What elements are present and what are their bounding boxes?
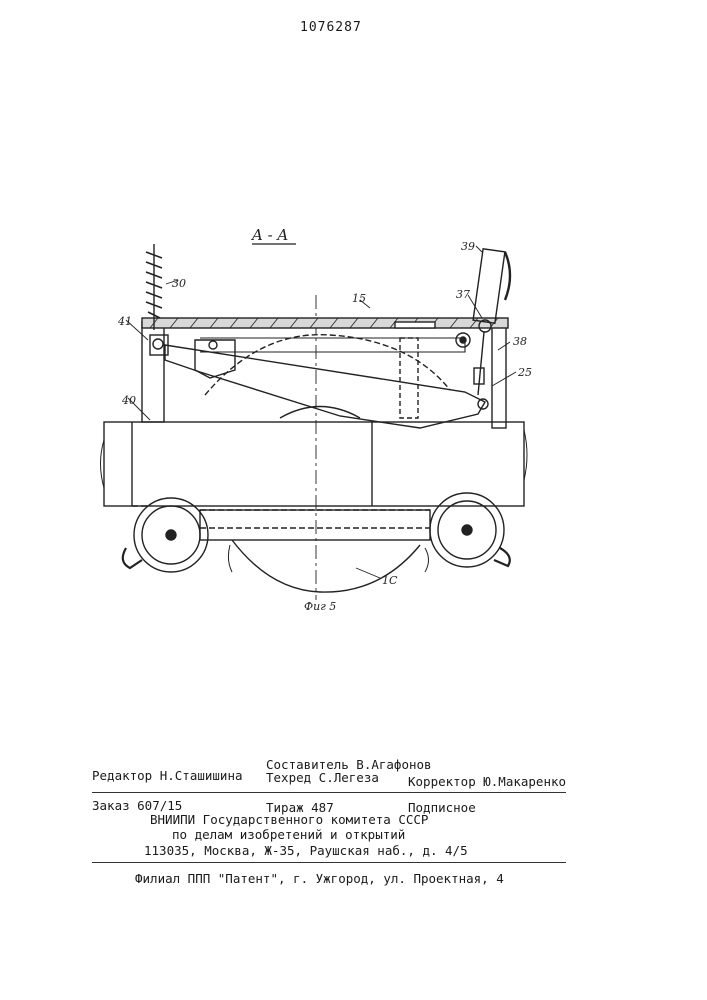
- upper-disc: [205, 335, 450, 395]
- right-upright: [492, 320, 506, 428]
- imprint-rule-top: [92, 792, 566, 793]
- order-line: Заказ 607/15: [92, 798, 182, 813]
- callout-38: 38: [513, 335, 527, 348]
- branch-line: Филиал ППП "Патент", г. Ужгород, ул. Про…: [135, 871, 504, 886]
- institute-line: ВНИИПИ Государственного комитета СССР: [150, 812, 428, 827]
- editor-line: Редактор Н.Сташишина: [92, 768, 243, 783]
- corrector-line: Корректор Ю.Макаренко: [408, 774, 566, 789]
- address-line: 113035, Москва, Ж-35, Раушская наб., д. …: [144, 843, 468, 858]
- right-wheel: [430, 493, 504, 567]
- figure-caption: Фиг 5: [304, 600, 336, 613]
- callout-40: 40: [121, 394, 136, 407]
- callout-39: 39: [461, 240, 475, 253]
- technical-drawing: A - A: [0, 0, 707, 640]
- left-wheel: [134, 498, 208, 572]
- callout-25: 25: [517, 366, 532, 379]
- imprint-rule-bottom: [92, 862, 566, 863]
- callout-1c: 1С: [382, 574, 398, 587]
- institute-dept-line: по делам изобретений и открытий: [172, 827, 405, 842]
- section-label: A - A: [250, 226, 288, 244]
- callout-15: 15: [352, 292, 366, 305]
- callout-30: 30: [172, 277, 186, 290]
- callout-41: 41: [117, 315, 132, 328]
- callout-37: 37: [456, 288, 470, 301]
- techred-line: Техред С.Легеза: [266, 770, 379, 785]
